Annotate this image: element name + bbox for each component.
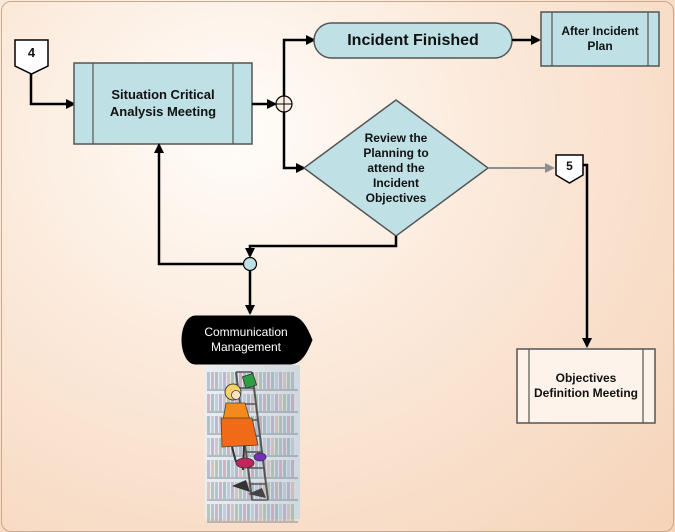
review-decision-label: Review the Planning to attend the Incide…: [363, 130, 429, 205]
objectives-meeting-box: [516, 348, 656, 424]
connector-5-shape: [555, 154, 584, 184]
arrow-junction-to-situation: [154, 143, 244, 266]
connector-4-label: 4: [27, 44, 36, 60]
arrow-connector-5-to-objectives: [582, 163, 592, 348]
objectives-meeting-label: Objectives Definition Meeting: [534, 371, 638, 400]
after-incident-plan-box: [540, 11, 660, 67]
or-junction: [275, 95, 293, 113]
librarian-illustration: [205, 365, 300, 523]
arrow-junction-to-finished: [282, 35, 316, 96]
arrow-junction-to-review: [282, 112, 306, 173]
lower-junction: [242, 256, 258, 272]
situation-meeting-label: Situation Critical Analysis Meeting: [109, 87, 217, 119]
arrow-review-to-lower-junction: [245, 236, 398, 258]
after-incident-plan-label: After Incident Plan: [561, 24, 639, 53]
situation-meeting-box: [73, 62, 253, 145]
incident-finished-label: Incident Finished: [347, 31, 479, 49]
communication-label: Communication Management: [204, 325, 288, 354]
communication-shape: [181, 315, 313, 365]
arrow-4-to-situation: [29, 74, 76, 109]
connector-4-shape: [14, 39, 49, 75]
connector-5-label: 5: [566, 158, 573, 173]
